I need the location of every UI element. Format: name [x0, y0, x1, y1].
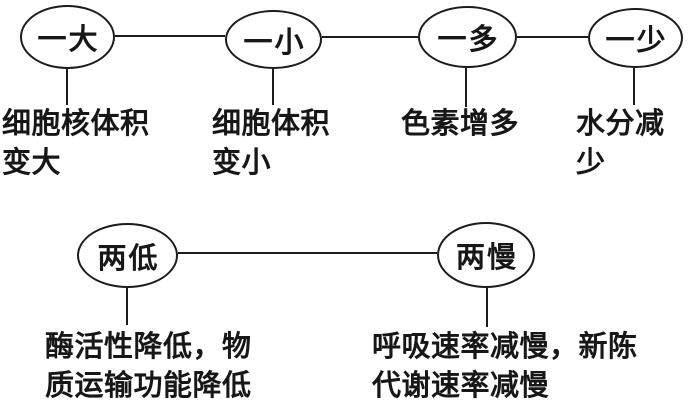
node-yi-duo-label: 一多 [437, 24, 500, 56]
node-yi-duo: 一多 [418, 6, 517, 68]
node-yi-xiao: 一小 [225, 10, 322, 69]
desc-liang-man: 呼吸速率减慢，新陈 代谢速率减慢 [372, 331, 638, 402]
connector-yida-yixiao [115, 35, 225, 37]
node-yi-shao: 一少 [588, 8, 683, 68]
node-liang-di-label: 两低 [97, 242, 160, 275]
node-yi-da: 一大 [20, 5, 115, 69]
node-liang-man: 两慢 [437, 222, 535, 288]
node-yi-shao-label: 一少 [605, 25, 668, 57]
connector-yixiao-yiduo [322, 36, 418, 38]
desc-yi-xiao: 细胞体积 变小 [212, 108, 331, 179]
stem-liang-man [486, 288, 488, 327]
desc-yi-duo: 色素增多 [401, 108, 520, 140]
desc-liang-di: 酶活性降低，物 质运输功能降低 [45, 331, 252, 402]
desc-yi-da: 细胞核体积 变大 [2, 108, 150, 179]
connector-yiduo-yishao [517, 36, 588, 38]
node-yi-xiao-label: 一小 [243, 26, 306, 59]
stem-yi-da [66, 69, 68, 105]
stem-yi-duo [465, 68, 467, 107]
stem-yi-shao [633, 68, 635, 105]
node-liang-man-label: 两慢 [455, 242, 518, 274]
node-yi-da-label: 一大 [37, 24, 100, 56]
connector-liangdi-liangman [178, 252, 437, 254]
stem-liang-di [126, 288, 128, 325]
stem-yi-xiao [272, 69, 274, 105]
desc-yi-shao: 水分减少 [576, 108, 665, 179]
node-liang-di: 两低 [77, 223, 178, 288]
